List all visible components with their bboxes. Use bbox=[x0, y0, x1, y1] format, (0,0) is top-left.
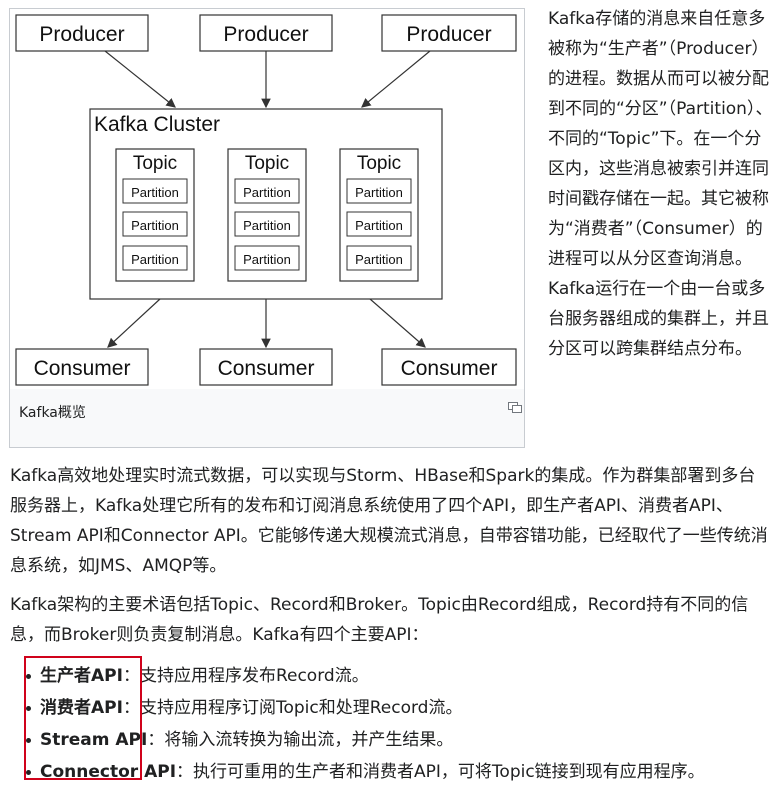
producer-box-1: Producer bbox=[15, 14, 149, 52]
api-list: 生产者API：支持应用程序发布Record流。 消费者API：支持应用程序订阅T… bbox=[10, 660, 780, 788]
producer-box-3: Producer bbox=[381, 14, 517, 52]
producer-label: Producer bbox=[223, 23, 308, 46]
arrow bbox=[361, 50, 431, 108]
arrow bbox=[104, 50, 176, 108]
api-desc: ：将输入流转换为输出流，并产生结果。 bbox=[147, 730, 454, 750]
consumer-label: Consumer bbox=[401, 357, 498, 380]
partition-label: Partition bbox=[243, 185, 291, 200]
paragraph-intro: Kafka高效地处理实时流式数据，可以实现与Storm、HBase和Spark的… bbox=[10, 466, 768, 576]
topic-label: Topic bbox=[133, 153, 177, 174]
arrow bbox=[369, 298, 426, 348]
consumer-box-3: Consumer bbox=[381, 348, 517, 386]
list-item: Connector API：执行可重用的生产者和消费者API，可将Topic链接… bbox=[10, 756, 780, 788]
list-item: 消费者API：支持应用程序订阅Topic和处理Record流。 bbox=[10, 692, 780, 724]
consumer-box-1: Consumer bbox=[15, 348, 149, 386]
figure-caption: Kafka概览 bbox=[19, 405, 86, 421]
api-desc: ：支持应用程序发布Record流。 bbox=[122, 666, 369, 686]
partition-label: Partition bbox=[355, 185, 403, 200]
partition-label: Partition bbox=[131, 185, 179, 200]
cluster-label: Kafka Cluster bbox=[94, 113, 220, 136]
producer-label: Producer bbox=[39, 23, 124, 46]
api-term[interactable]: Stream API bbox=[40, 730, 148, 750]
topic-label: Topic bbox=[245, 153, 289, 174]
partition-label: Partition bbox=[131, 252, 179, 267]
api-term[interactable]: 消费者API bbox=[40, 698, 123, 718]
api-desc: ：支持应用程序订阅Topic和处理Record流。 bbox=[122, 698, 463, 718]
partition-label: Partition bbox=[243, 218, 291, 233]
arrow bbox=[107, 298, 161, 348]
partition-label: Partition bbox=[355, 252, 403, 267]
list-item: 生产者API：支持应用程序发布Record流。 bbox=[10, 660, 780, 692]
topic-label: Topic bbox=[357, 153, 401, 174]
list-item: Stream API：将输入流转换为输出流，并产生结果。 bbox=[10, 724, 780, 756]
producer-label: Producer bbox=[406, 23, 491, 46]
partition-label: Partition bbox=[131, 218, 179, 233]
kafka-diagram: Producer Producer Producer Kafka Cluster… bbox=[10, 9, 524, 389]
partition-label: Partition bbox=[355, 218, 403, 233]
api-term[interactable]: 生产者API bbox=[40, 666, 123, 686]
partition-label: Partition bbox=[243, 252, 291, 267]
topic-box-3: Topic Partition Partition Partition bbox=[339, 148, 419, 282]
api-desc: ：执行可重用的生产者和消费者API，可将Topic链接到现有应用程序。 bbox=[176, 762, 705, 782]
consumer-label: Consumer bbox=[218, 357, 315, 380]
api-term[interactable]: Connector API bbox=[40, 762, 177, 782]
kafka-overview-figure[interactable]: Producer Producer Producer Kafka Cluster… bbox=[9, 8, 525, 448]
paragraph-terms: Kafka架构的主要术语包括Topic、Record和Broker。Topic由… bbox=[10, 595, 749, 645]
topic-box-2: Topic Partition Partition Partition bbox=[227, 148, 307, 282]
side-description: Kafka存储的消息来自任意多被称为“生产者”（Producer）的进程。数据从… bbox=[548, 9, 773, 359]
consumer-label: Consumer bbox=[34, 357, 131, 380]
topic-box-1: Topic Partition Partition Partition bbox=[115, 148, 195, 282]
consumer-box-2: Consumer bbox=[199, 348, 333, 386]
magnify-icon[interactable] bbox=[507, 401, 522, 413]
producer-box-2: Producer bbox=[199, 14, 333, 52]
